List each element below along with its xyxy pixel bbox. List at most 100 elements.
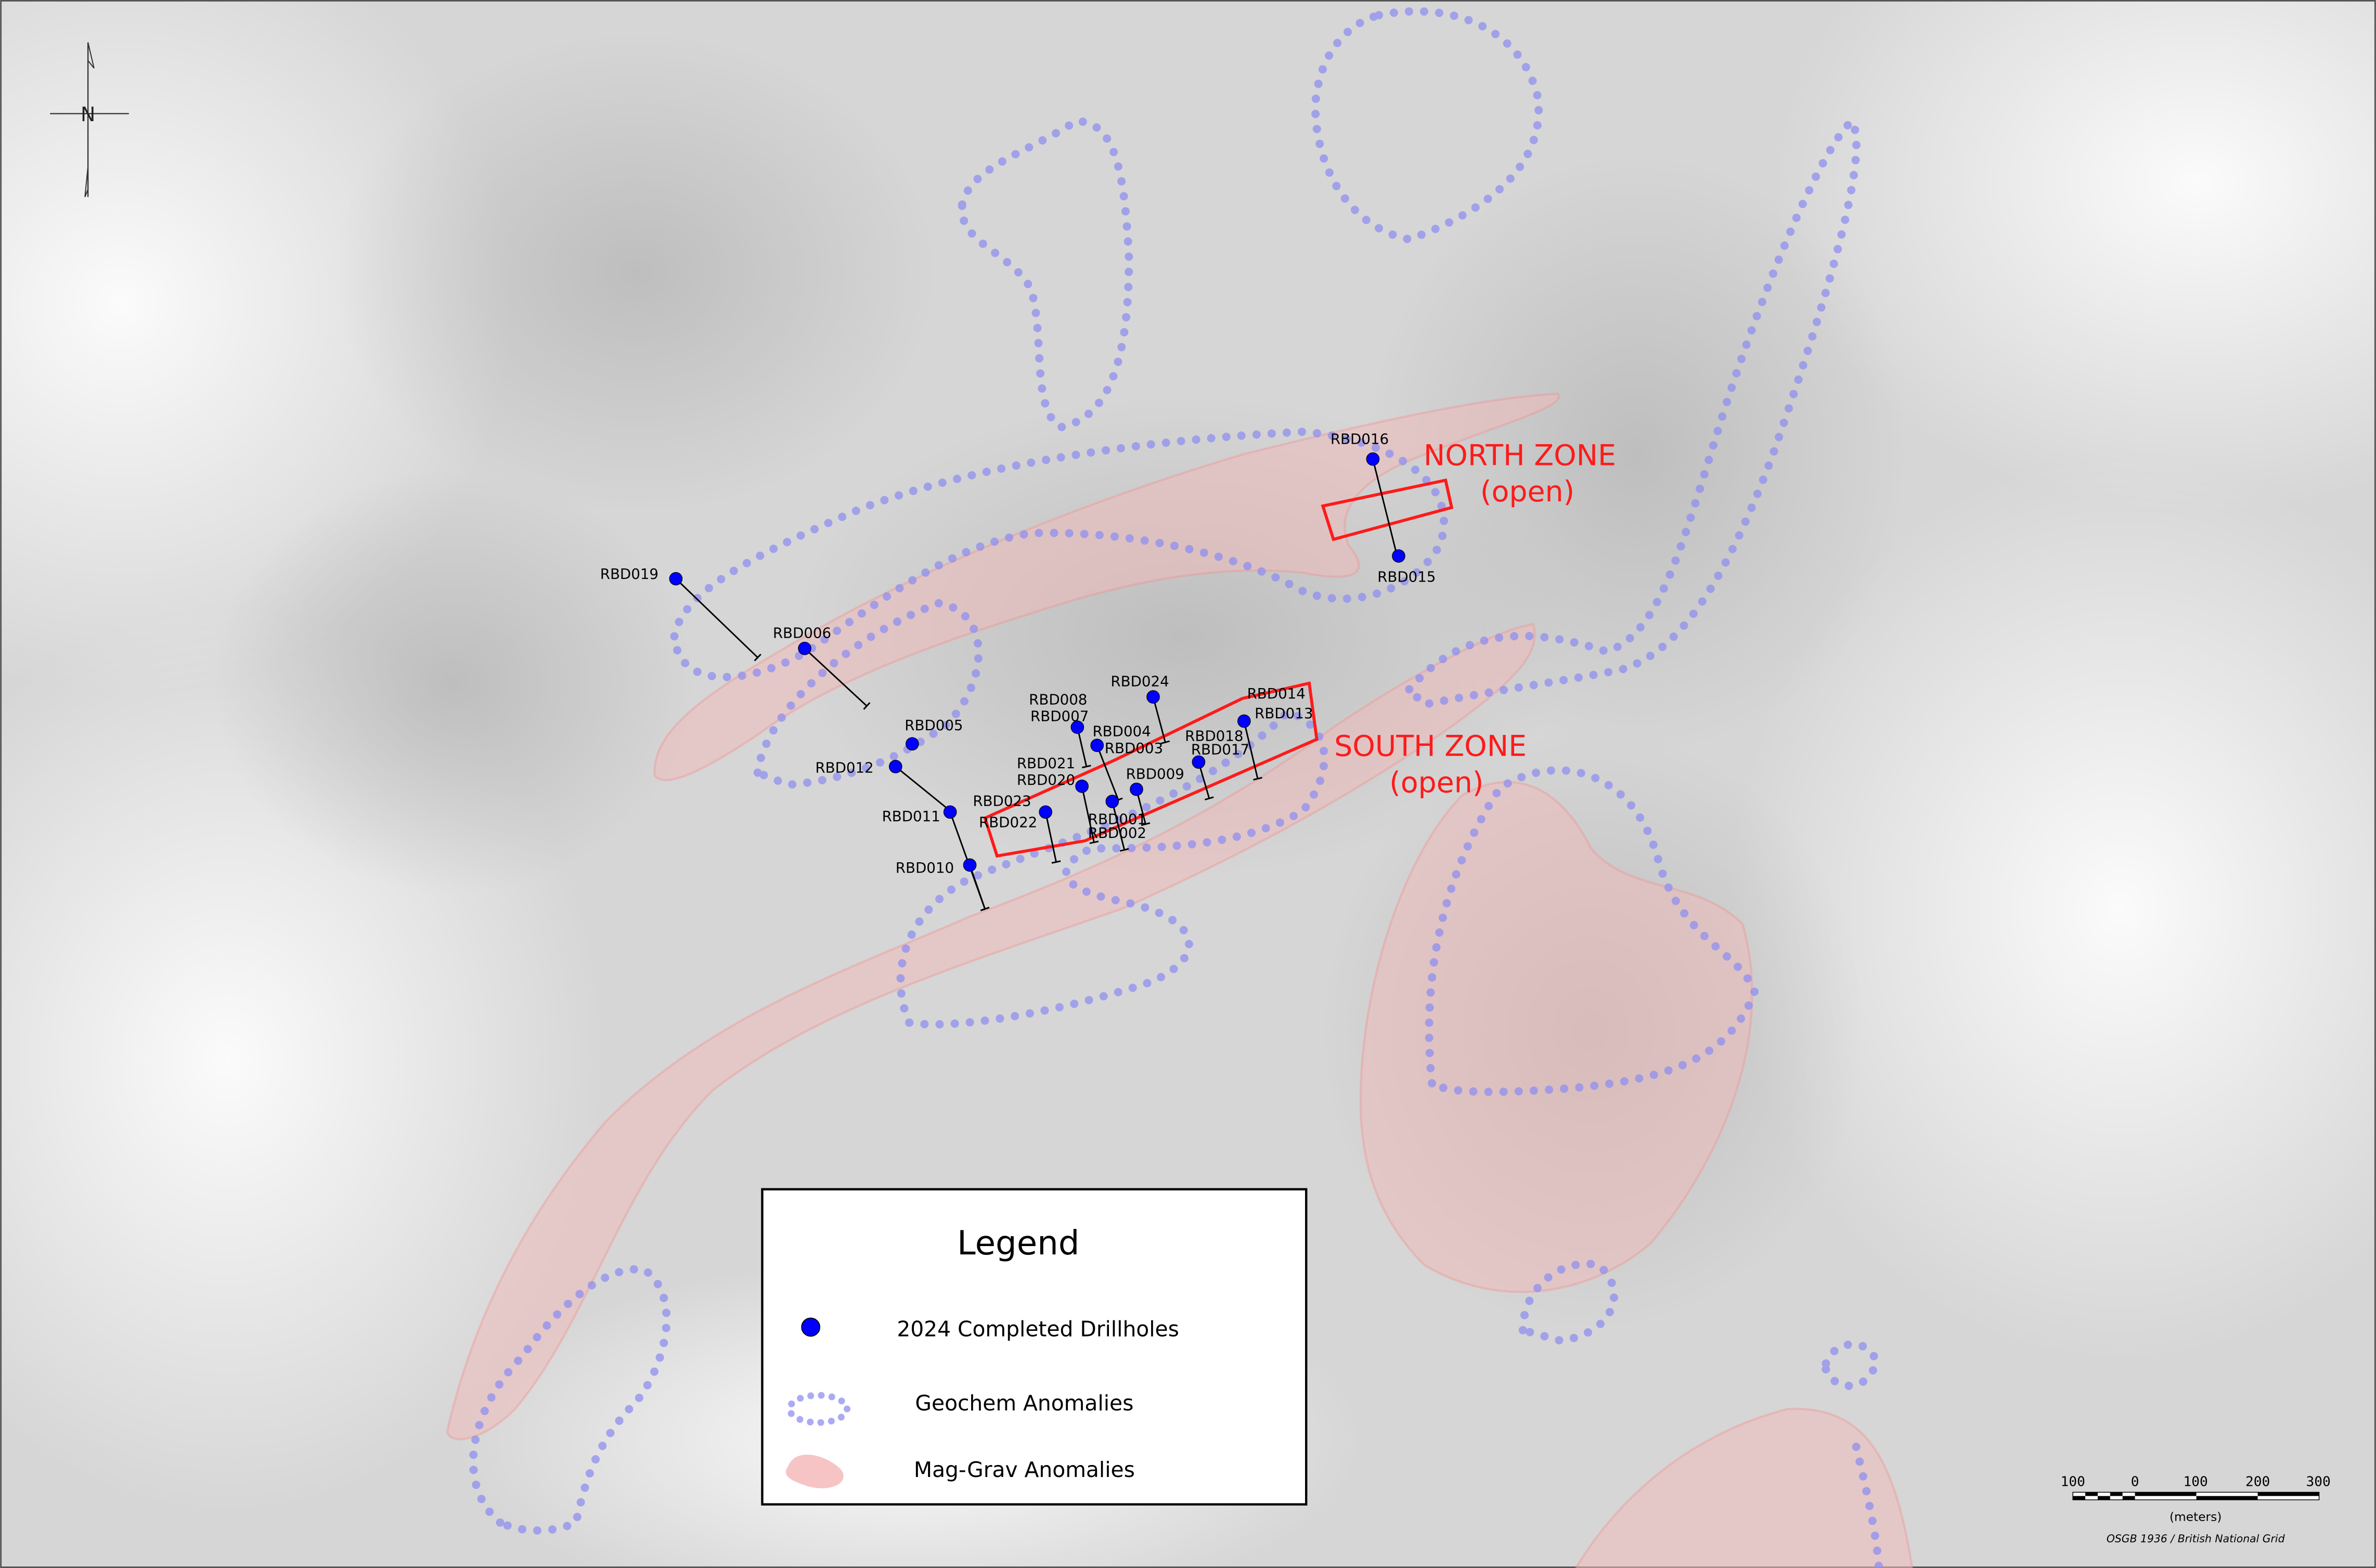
drillhole-label: RBD002 [1088, 824, 1146, 841]
geochem-anomaly [670, 427, 1449, 681]
drillhole-label: RBD013 [1255, 705, 1313, 722]
drillhole-trace [1243, 721, 1259, 779]
drillhole-trace [804, 647, 868, 707]
geochem-anomaly [958, 117, 1133, 432]
scale-segment [2196, 1492, 2258, 1496]
drillhole-collar-rbd024[interactable] [1146, 690, 1160, 704]
drillhole-trace [969, 864, 986, 910]
drillhole-trace-end [754, 653, 761, 662]
north-arrow: N [50, 42, 129, 198]
drillhole-trace [675, 578, 758, 658]
drillhole-label: RBD008 [1029, 691, 1087, 708]
drillhole-label: RBD016 [1331, 431, 1389, 448]
zone-outlines: NORTH ZONE (open) SOUTH ZONE (open) [983, 439, 1616, 858]
drillhole-label: RBD003 [1105, 740, 1163, 757]
drillhole-trace-end [863, 702, 871, 710]
geochem-anomaly [1425, 766, 1759, 1096]
drillhole-label: RBD010 [896, 859, 954, 876]
drillhole-label: RBD014 [1247, 685, 1306, 702]
drillhole-collar-rbd020[interactable] [1075, 780, 1089, 793]
drillhole-trace [1372, 459, 1398, 556]
drillhole-collar-rbd011[interactable] [943, 805, 957, 819]
drillhole-trace-end [1119, 848, 1129, 852]
scale-segment [2257, 1492, 2319, 1496]
scale-crs: OSGB 1936 / British National Grid [2107, 1532, 2285, 1545]
geochem-anomaly [896, 707, 1328, 1029]
drillhole-trace [1076, 727, 1088, 767]
drillhole-collar-rbd005[interactable] [906, 737, 919, 751]
drillhole-label: RBD024 [1110, 673, 1169, 690]
drillhole-trace [1096, 745, 1119, 800]
drillhole-collar-rbd004[interactable] [1090, 738, 1104, 753]
drillhole-label: RBD005 [905, 717, 963, 734]
drillhole-label: RBD011 [882, 808, 940, 825]
drillhole-collar-rbd009[interactable] [1130, 782, 1143, 796]
scale-segment [2073, 1492, 2086, 1496]
drillhole-trace [1081, 786, 1095, 843]
north-zone-status: (open) [1480, 475, 1574, 509]
geochem-anomaly [469, 1265, 671, 1535]
drillhole-label: RBD018 [1185, 727, 1243, 744]
scale-bar: 100 0 100 200 300 (meters) OSGB 1936 / B… [2061, 1474, 2331, 1545]
drillhole-collar-rbd012[interactable] [888, 760, 902, 773]
south-zone-label: SOUTH ZONE [1334, 730, 1527, 763]
drillhole-collar-rbd022[interactable] [1039, 805, 1052, 819]
drillhole-label: RBD007 [1030, 708, 1089, 725]
drillhole-collar-rbd013[interactable] [1237, 714, 1251, 728]
maggrav-anomaly [1359, 781, 1753, 1293]
geochem-anomaly [1311, 7, 1543, 244]
drillhole-collar-rbd001[interactable] [1105, 795, 1119, 808]
scale-tick: 300 [2306, 1474, 2330, 1490]
legend-item-label: Geochem Anomalies [915, 1391, 1133, 1416]
drillhole-trace [1111, 801, 1126, 850]
drillhole-collar-rbd015[interactable] [1392, 549, 1405, 563]
drillhole-label: RBD006 [773, 624, 831, 641]
scale-tick: 100 [2184, 1474, 2208, 1490]
drillhole-label: RBD009 [1126, 765, 1184, 782]
drillhole-label: RBD020 [1017, 771, 1075, 788]
drillhole-dot-icon [801, 1317, 821, 1337]
drillhole-label: RBD023 [973, 793, 1031, 810]
drillhole-label: RBD001 [1088, 811, 1146, 828]
drillhole-label: RBD019 [600, 565, 658, 582]
legend-item-label: 2024 Completed Drillholes [897, 1316, 1179, 1341]
drillhole-label: RBD015 [1377, 568, 1436, 586]
scale-segment [2110, 1496, 2123, 1500]
drillhole-trace-end [1141, 822, 1151, 826]
geochem-dotted-loop-icon [786, 1392, 851, 1426]
scale-tick: 200 [2245, 1474, 2270, 1490]
scale-segment [2073, 1496, 2086, 1500]
scale-segment [2085, 1496, 2098, 1500]
legend-title: Legend [957, 1224, 1079, 1263]
north-zone-label: NORTH ZONE [1424, 439, 1616, 472]
drillhole-collar-rbd010[interactable] [963, 858, 977, 872]
legend: Legend 2024 Completed Drillholes Geochem… [761, 1188, 1308, 1506]
drillhole-trace-end [1089, 840, 1099, 844]
drillhole-trace-end [1204, 796, 1214, 801]
scale-unit: (meters) [2170, 1510, 2222, 1524]
scale-segment [2097, 1492, 2110, 1496]
scale-segment [2110, 1492, 2123, 1496]
drillhole-collar-rbd006[interactable] [798, 641, 811, 655]
scale-segment [2257, 1496, 2319, 1500]
drillhole-collar-rbd016[interactable] [1366, 452, 1380, 466]
north-zone-outline [1321, 478, 1454, 541]
geochem-anomaly [1852, 1442, 1883, 1568]
south-zone-status: (open) [1389, 767, 1483, 800]
scale-segment [2085, 1492, 2098, 1496]
drillhole-trace-end [980, 906, 990, 912]
drillhole-trace-end [1253, 776, 1262, 781]
scale-segment [2122, 1492, 2135, 1496]
legend-item-label: Mag-Grav Anomalies [914, 1457, 1135, 1482]
drillhole-label: RBD012 [815, 759, 873, 776]
maggrav-blob-icon [785, 1455, 844, 1488]
geochem-anomaly [753, 599, 983, 789]
drillhole-label: RBD017 [1191, 741, 1249, 758]
drillhole-collar-rbd019[interactable] [669, 572, 683, 586]
maggrav-anomaly [653, 393, 1560, 782]
drillhole-collar-rbd008[interactable] [1070, 720, 1084, 734]
drillhole-collar-rbd017[interactable] [1192, 755, 1206, 769]
scale-segment [2135, 1492, 2197, 1496]
